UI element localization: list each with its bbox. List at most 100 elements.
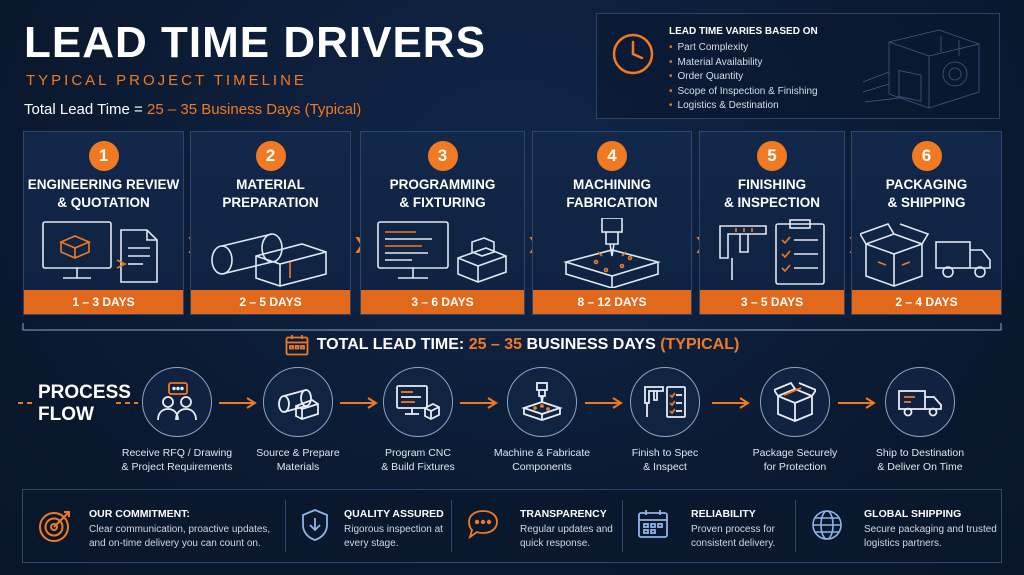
process-step: Package Securely for Protection	[725, 367, 865, 474]
monitor-fixture-icon	[376, 221, 507, 283]
process-step-label: Finish to Spec & Inspect	[631, 447, 699, 473]
step-duration: 1 – 3 DAYS	[24, 290, 183, 314]
caliper-checklist-icon	[719, 219, 825, 285]
step-card-3: 3 PROGRAMMING & FIXTURING 3 – 6 DAYS	[360, 131, 525, 315]
commitment-heading: QUALITY ASSURED	[344, 508, 444, 520]
step-card-1: 1 ENGINEERING REVIEW & QUOTATION 1 – 3 D…	[23, 131, 184, 315]
step-number: 2	[255, 141, 286, 171]
commitment-bar: OUR COMMITMENT: Clear communication, pro…	[22, 489, 1002, 563]
step-number: 1	[88, 141, 119, 171]
process-step-circle	[383, 367, 453, 437]
commitment-text: Secure packaging and trusted logistics p…	[864, 524, 997, 549]
page-subtitle: TYPICAL PROJECT TIMELINE	[26, 72, 307, 89]
machine-wireframe-icon	[862, 29, 980, 109]
cnc-machine-icon	[521, 382, 563, 421]
process-step-label: Program CNC & Build Fixtures	[381, 447, 455, 473]
commitment-heading: OUR COMMITMENT:	[89, 508, 190, 520]
total-lead-time-summary: Total Lead Time = 25 – 35 Business Days …	[24, 101, 361, 118]
calendar-icon	[285, 335, 309, 356]
factor-item: Order Quantity	[669, 70, 818, 85]
process-step-circle	[142, 367, 212, 437]
commitment-text: Regular updates and quick response.	[520, 524, 613, 549]
arrow-right-icon	[585, 397, 623, 409]
commitment-item: GLOBAL SHIPPING Secure packaging and tru…	[796, 490, 1001, 562]
factors-list: Part Complexity Material Availability Or…	[669, 41, 818, 114]
factors-heading: LEAD TIME VARIES BASED ON	[669, 26, 818, 37]
total-bar-note: (TYPICAL)	[660, 336, 740, 353]
process-step-label: Ship to Destination & Deliver On Time	[875, 447, 965, 473]
commitment-heading: GLOBAL SHIPPING	[864, 508, 962, 520]
process-step-label: Machine & Fabricate Components	[493, 447, 591, 473]
globe-icon	[812, 510, 842, 540]
commitment-item: RELIABILITY Proven process for consisten…	[623, 490, 795, 562]
divider	[795, 500, 796, 552]
divider	[285, 500, 286, 552]
process-flow-label: PROCESS FLOW	[38, 382, 131, 425]
arrow-right-icon	[340, 397, 378, 409]
step-duration: 3 – 5 DAYS	[700, 290, 844, 314]
factor-item: Material Availability	[669, 56, 818, 71]
process-step: Ship to Destination & Deliver On Time	[850, 367, 990, 474]
step-card-4: 4 MACHINING FABRICATION 8 – 12 DAYS	[532, 131, 692, 315]
calendar-icon	[638, 510, 668, 538]
factor-item: Scope of Inspection & Finishing	[669, 85, 818, 100]
step-number: 6	[911, 141, 942, 171]
material-bars-icon	[278, 389, 319, 420]
commitment-item: QUALITY ASSURED Rigorous inspection at e…	[286, 490, 451, 562]
step-number: 5	[757, 141, 787, 171]
people-chat-icon	[157, 382, 197, 421]
commitment-text: Rigorous inspection at every stage.	[344, 524, 443, 549]
step-title: MACHINING FABRICATION	[566, 177, 658, 210]
total-lead-time-bar: TOTAL LEAD TIME: 25 – 35 BUSINESS DAYS (…	[0, 334, 1024, 356]
process-step-circle	[760, 367, 830, 437]
step-title: ENGINEERING REVIEW & QUOTATION	[27, 177, 180, 210]
dashed-connector	[116, 402, 138, 404]
divider	[622, 500, 623, 552]
process-step: Finish to Spec & Inspect	[595, 367, 735, 474]
arrow-right-icon	[712, 397, 750, 409]
arrow-right-icon	[219, 397, 257, 409]
step-title: MATERIAL PREPARATION	[222, 177, 319, 210]
total-lead-time-value: 25 – 35 Business Days (Typical)	[147, 101, 362, 118]
factor-item: Logistics & Destination	[669, 99, 818, 114]
commitment-heading: RELIABILITY	[691, 508, 756, 520]
process-step-label: Receive RFQ / Drawing & Project Requirem…	[121, 447, 233, 473]
package-box-icon	[774, 382, 816, 422]
factor-item: Part Complexity	[669, 41, 818, 56]
commitment-item: TRANSPARENCY Regular updates and quick r…	[452, 490, 622, 562]
total-lead-time-label: Total Lead Time =	[24, 101, 147, 118]
step-duration: 3 – 6 DAYS	[361, 290, 524, 314]
caliper-checklist-icon	[644, 386, 686, 418]
shield-check-icon	[302, 509, 328, 541]
delivery-truck-icon	[898, 390, 942, 417]
divider	[451, 500, 452, 552]
step-card-5: 5 FINISHING & INSPECTION 3 – 5 DAYS	[699, 131, 845, 315]
target-icon	[39, 511, 70, 542]
monitor-code-icon	[396, 385, 440, 420]
computer-document-icon	[41, 221, 158, 283]
commitment-text: Proven process for consistent delivery.	[691, 524, 776, 549]
lead-time-factors-box: LEAD TIME VARIES BASED ON Part Complexit…	[596, 13, 1000, 119]
dashed-connector	[18, 402, 34, 404]
page-title: LEAD TIME DRIVERS	[24, 18, 486, 67]
process-step: Machine & Fabricate Components	[472, 367, 612, 474]
chat-bubble-icon	[468, 510, 498, 540]
process-step-circle	[263, 367, 333, 437]
process-step-label: Source & Prepare Materials	[256, 447, 340, 473]
commitment-heading: TRANSPARENCY	[520, 508, 607, 520]
step-duration: 8 – 12 DAYS	[533, 290, 691, 314]
step-card-2: 2 MATERIAL PREPARATION 2 – 5 DAYS	[190, 131, 351, 315]
timeline-bracket	[22, 323, 1002, 331]
total-bar-label: TOTAL LEAD TIME:	[316, 336, 469, 353]
step-title: FINISHING & INSPECTION	[723, 177, 820, 210]
process-step-circle	[885, 367, 955, 437]
total-bar-unit: BUSINESS DAYS	[522, 336, 661, 353]
step-card-6: 6 PACKAGING & SHIPPING 2 – 4 DAYS	[851, 131, 1002, 315]
material-stock-icon	[210, 233, 327, 287]
step-title: PROGRAMMING & FIXTURING	[389, 177, 496, 210]
arrow-right-icon	[460, 397, 498, 409]
process-step: Source & Prepare Materials	[228, 367, 368, 474]
process-step-circle	[630, 367, 700, 437]
cnc-spindle-icon	[563, 218, 661, 288]
step-duration: 2 – 5 DAYS	[191, 290, 350, 314]
